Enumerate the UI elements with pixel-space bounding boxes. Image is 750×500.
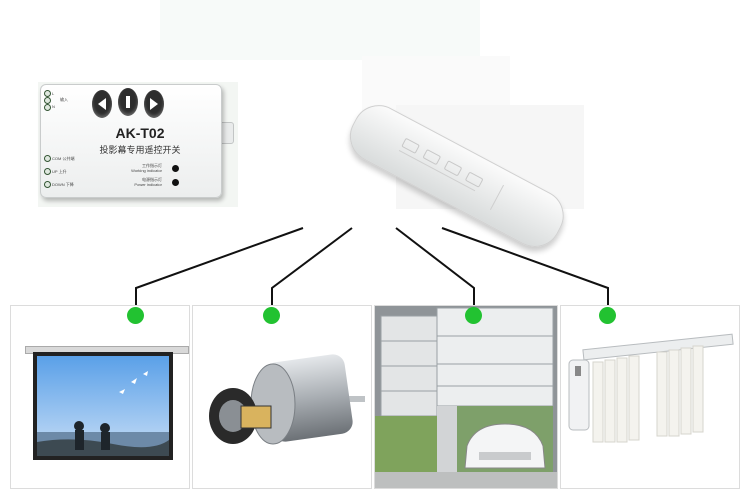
connector-dot xyxy=(465,307,482,324)
connector-dot xyxy=(127,307,144,324)
left-button xyxy=(92,90,112,118)
terminal-up xyxy=(44,168,51,175)
connector-line xyxy=(395,227,475,316)
terminal-label: L xyxy=(52,91,55,96)
background-block xyxy=(160,0,480,60)
connector-dot xyxy=(263,307,280,324)
terminal-com xyxy=(44,155,51,162)
garage-door-panel xyxy=(374,305,558,489)
controller-model: AK-T02 xyxy=(115,125,165,141)
stop-icon xyxy=(126,96,130,108)
terminal-l xyxy=(44,90,51,97)
indicator-label-cn: 工作指示灯 xyxy=(142,163,162,168)
garage-door-image xyxy=(375,306,557,488)
terminal-label: N xyxy=(52,104,55,109)
working-indicator-led xyxy=(172,165,179,172)
connector-dot xyxy=(599,307,616,324)
right-button xyxy=(144,90,164,118)
indicator-label-cn: 电源指示灯 xyxy=(142,177,162,182)
power-indicator-led xyxy=(172,179,179,186)
terminal-n xyxy=(44,104,51,111)
motor-image xyxy=(209,354,365,445)
left-arrow-icon xyxy=(98,98,106,110)
projection-screen-panel xyxy=(10,305,190,489)
terminal-label: COM 公共端 xyxy=(52,156,75,161)
curtain-track-image xyxy=(568,333,734,443)
terminal-label: 输入 xyxy=(60,97,68,102)
connector-line xyxy=(271,227,353,316)
indicator-label-en: Power indicator xyxy=(134,182,162,187)
connector-line xyxy=(135,227,304,316)
screen-image xyxy=(37,356,169,456)
motor-panel xyxy=(192,305,372,489)
terminal-down xyxy=(44,181,51,188)
right-arrow-icon xyxy=(150,98,158,110)
screen-frame xyxy=(33,352,173,460)
terminal-label: UP 上升 xyxy=(52,169,67,174)
terminal-input xyxy=(44,97,51,104)
indicator-label-en: Working indicator xyxy=(131,168,162,173)
controller-subtitle: 投影幕专用遥控开关 xyxy=(99,145,181,155)
connector-line xyxy=(441,227,609,316)
stop-button xyxy=(118,88,138,116)
terminal-label: DOWN 下降 xyxy=(52,182,74,187)
curtain-track-panel xyxy=(560,305,740,489)
